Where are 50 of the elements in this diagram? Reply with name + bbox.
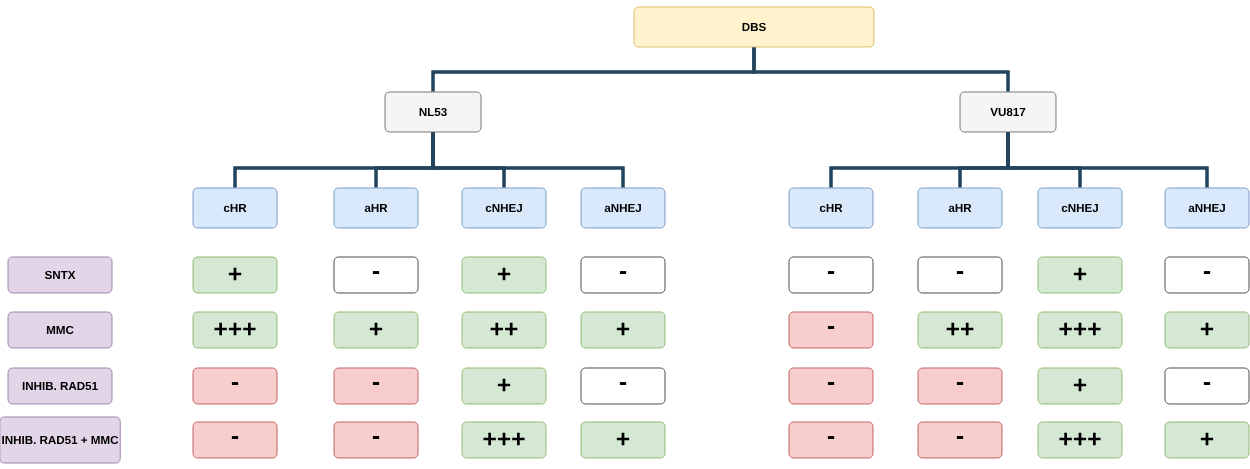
result-cell: +: [461, 367, 547, 405]
result-cell: -: [333, 256, 419, 294]
result-cell: -: [788, 311, 874, 349]
result-cell: -: [1164, 256, 1250, 294]
result-cell: ++: [461, 311, 547, 349]
result-cell: +: [1037, 367, 1123, 405]
connector-line: [1006, 132, 1209, 188]
result-cell: -: [333, 421, 419, 459]
result-cell: ++: [917, 311, 1003, 349]
result-cell: -: [788, 256, 874, 294]
pathway-box: aHR: [333, 187, 419, 229]
treatment-box: SNTX: [7, 256, 113, 294]
result-cell: -: [788, 367, 874, 405]
result-cell: +: [192, 256, 278, 294]
pathway-box: cHR: [192, 187, 278, 229]
result-cell: -: [580, 256, 666, 294]
result-cell: -: [788, 421, 874, 459]
result-cell: +++: [1037, 421, 1123, 459]
result-cell: +: [461, 256, 547, 294]
treatment-box: INHIB. RAD51: [7, 367, 113, 405]
treatment-box: MMC: [7, 311, 113, 349]
result-cell: -: [192, 367, 278, 405]
sample-box: NL53: [384, 91, 482, 133]
pathway-box: aNHEJ: [580, 187, 666, 229]
result-cell: +: [1037, 256, 1123, 294]
result-cell: -: [580, 367, 666, 405]
treatment-box: INHIB. RAD51 + MMC: [0, 416, 121, 464]
pathway-box: cHR: [788, 187, 874, 229]
result-cell: -: [917, 421, 1003, 459]
result-cell: -: [333, 367, 419, 405]
result-cell: -: [1164, 367, 1250, 405]
pathway-box: cNHEJ: [1037, 187, 1123, 229]
pathway-box: aHR: [917, 187, 1003, 229]
result-cell: +++: [1037, 311, 1123, 349]
result-cell: +: [1164, 311, 1250, 349]
connector-line: [752, 47, 1010, 92]
result-cell: +: [580, 311, 666, 349]
result-cell: +++: [461, 421, 547, 459]
result-cell: +: [333, 311, 419, 349]
result-cell: +: [580, 421, 666, 459]
result-cell: +: [1164, 421, 1250, 459]
pathway-box: cNHEJ: [461, 187, 547, 229]
connector-line: [431, 132, 625, 188]
result-cell: +++: [192, 311, 278, 349]
result-cell: -: [192, 421, 278, 459]
result-cell: -: [917, 367, 1003, 405]
result-cell: -: [917, 256, 1003, 294]
pathway-box: aNHEJ: [1164, 187, 1250, 229]
root-box: DBS: [633, 6, 875, 48]
sample-box: VU817: [959, 91, 1057, 133]
